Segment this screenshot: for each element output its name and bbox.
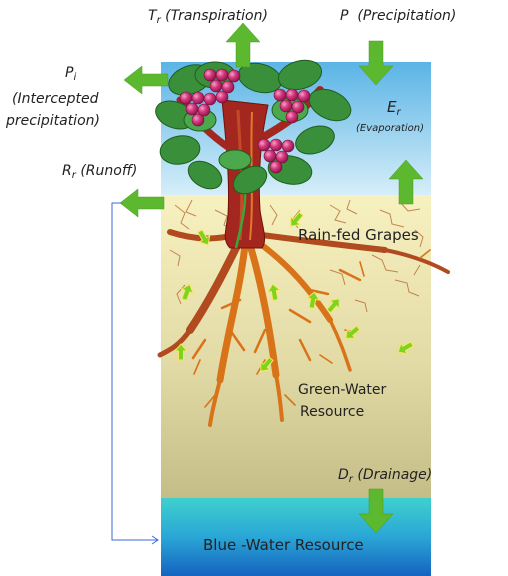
drainage-label: Dr (Drainage): [338, 468, 432, 485]
green-water-label-1: Green-Water: [298, 383, 386, 397]
intercepted-symbol: Pi: [65, 66, 76, 83]
transpiration-arrow: [226, 23, 260, 67]
green-water-label-2: Resource: [300, 405, 364, 419]
evaporation-symbol: Er: [387, 100, 401, 118]
runoff-arrow: [120, 189, 164, 217]
intercepted-line3: precipitation): [6, 114, 100, 128]
evaporation-text: (Evaporation): [356, 124, 424, 134]
runoff-label: Rr (Runoff): [62, 164, 137, 181]
blue-water-label: Blue -Water Resource: [203, 538, 364, 553]
precipitation-label: P (Precipitation): [340, 9, 456, 23]
crop-label: Rain-fed Grapes: [298, 228, 419, 243]
transpiration-label: Tr (Transpiration): [148, 9, 268, 26]
runoff-connector: [112, 203, 158, 540]
intercepted-line2: (Intercepted: [12, 92, 99, 106]
